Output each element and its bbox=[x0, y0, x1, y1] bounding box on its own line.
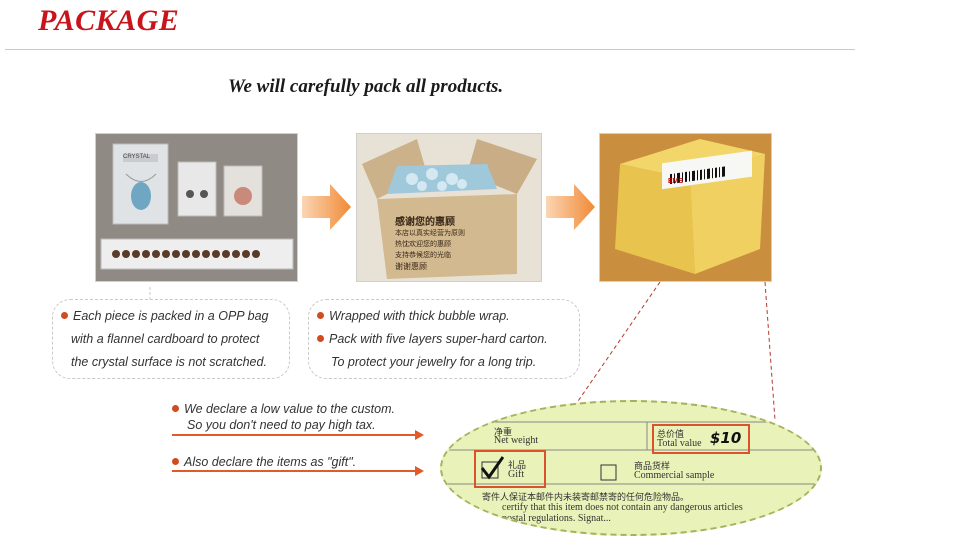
carton-text-line: 热忱欢迎您的惠顾 bbox=[395, 240, 451, 248]
gift-cn: 礼品 bbox=[508, 461, 527, 471]
commercial-sample-checkbox bbox=[600, 464, 617, 481]
carton-text-line: 感谢您的惠顾 bbox=[395, 217, 455, 228]
gift-checkbox bbox=[480, 456, 504, 480]
total-value-highlight: 总价值 Total value $10 bbox=[652, 424, 750, 454]
sealed-parcel-photo: EMS bbox=[599, 133, 772, 282]
arrow-right-icon bbox=[302, 184, 351, 230]
carton-text-line: 支持恭候您的光临 bbox=[395, 251, 451, 259]
commercial-sample-en: Commercial sample bbox=[634, 470, 715, 481]
customs-form-zoom: 净重 Net weight 总价值 Total value $10 礼品 Gif… bbox=[440, 400, 822, 536]
zoom-connector-lines bbox=[564, 281, 776, 421]
form-footer-cn: 寄件人保证本邮件内未装寄邮禁寄的任何危险物品。 bbox=[482, 493, 690, 503]
note-line: Each piece is packed in a OPP bag bbox=[73, 309, 269, 323]
declaration-line: We declare a low value to the custom. bbox=[184, 402, 395, 416]
gift-highlight: 礼品 Gift bbox=[474, 450, 546, 488]
commercial-sample-cn: 商品货样 bbox=[634, 462, 671, 472]
page-title: PACKAGE bbox=[38, 4, 180, 37]
gift-en: Gift bbox=[508, 469, 525, 480]
note-line: with a flannel cardboard to protect bbox=[71, 332, 260, 346]
parcel-illustration bbox=[600, 134, 771, 281]
note-line: Pack with five layers super-hard carton. bbox=[329, 332, 548, 346]
page-subtitle: We will carefully pack all products. bbox=[228, 76, 504, 97]
bubble-pointer bbox=[149, 285, 151, 305]
total-value-en: Total value bbox=[657, 438, 702, 449]
declaration-line: Also declare the items as "gift". bbox=[184, 455, 357, 469]
bubble-wrap-note-bubble: Wrapped with thick bubble wrap. Pack wit… bbox=[308, 299, 580, 379]
bullet-dot bbox=[172, 458, 179, 466]
jewelry-packaging-photo: CRYSTAL bbox=[95, 133, 298, 282]
total-value-amount: $10 bbox=[710, 429, 742, 447]
jewelry-packaging-illustration bbox=[96, 134, 297, 281]
carton-text-line: 本店以真实经营为原则 bbox=[395, 229, 465, 237]
note-line: the crystal surface is not scratched. bbox=[71, 355, 267, 369]
bullet-dot bbox=[172, 405, 179, 413]
form-footer-en2: postal regulations. Signat... bbox=[502, 513, 611, 524]
declaration-line: So you don't need to pay high tax. bbox=[187, 418, 376, 432]
crystal-label: CRYSTAL bbox=[123, 154, 151, 160]
note-line: To protect your jewelry for a long trip. bbox=[331, 355, 537, 369]
note-line: Wrapped with thick bubble wrap. bbox=[329, 309, 510, 323]
parcel-barcode-label: EMS bbox=[668, 178, 684, 185]
total-value-cn: 总价值 bbox=[657, 430, 685, 440]
bullet-dot bbox=[317, 312, 324, 320]
net-weight-cn: 净重 bbox=[494, 428, 513, 438]
arrow-right-icon bbox=[546, 184, 595, 230]
form-footer-en: certify that this item does not contain … bbox=[502, 502, 743, 513]
carton-print: 感谢您的惠顾 本店以真实经营为原则 热忱欢迎您的惠顾 支持恭候您的光临 谢谢惠顾 bbox=[395, 217, 505, 272]
bullet-dot bbox=[317, 335, 324, 343]
carton-text-line: 谢谢惠顾 bbox=[395, 262, 427, 271]
bubble-wrap-carton-photo: 感谢您的惠顾 本店以真实经营为原则 热忱欢迎您的惠顾 支持恭候您的光临 谢谢惠顾 bbox=[356, 133, 542, 282]
declaration-arrow bbox=[172, 466, 424, 476]
declaration-arrow bbox=[172, 430, 424, 440]
carton-illustration bbox=[357, 134, 541, 281]
opp-bag-note-bubble: Each piece is packed in a OPP bag with a… bbox=[52, 299, 290, 379]
title-divider bbox=[5, 49, 855, 50]
checkmark-icon bbox=[480, 456, 504, 480]
net-weight-en: Net weight bbox=[494, 435, 539, 446]
bullet-dot bbox=[61, 312, 68, 320]
